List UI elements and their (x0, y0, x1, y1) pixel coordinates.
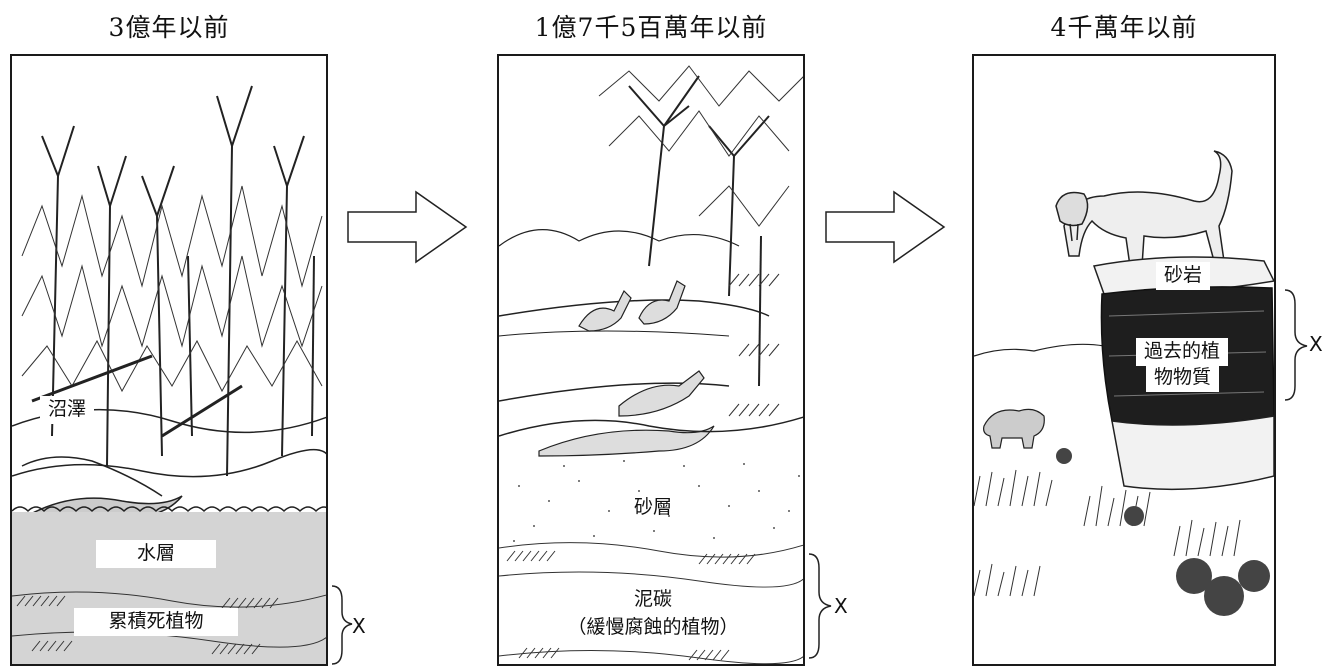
bracket-3-label: X (1309, 332, 1323, 356)
panel-1-swamp: 沼澤 水層 累積死植物 (10, 54, 328, 666)
plant-matter-label-line2: 物物質 (1146, 364, 1220, 392)
plant-matter-label-line1: 過去的植 (1136, 338, 1229, 366)
swamp-label: 沼澤 (40, 396, 95, 424)
jurassic-scene-illustration (499, 65, 803, 664)
sand-layer (513, 460, 800, 542)
bracket-3 (1284, 289, 1308, 401)
dead-plants-label: 累積死植物 (74, 608, 238, 636)
right-arrow-2 (825, 190, 946, 264)
saber-tooth-cat (1055, 150, 1233, 267)
water-layer (12, 512, 326, 664)
bracket-1-label: X (352, 614, 366, 638)
swamp-forest-illustration (12, 85, 326, 664)
panel-1-title: 3億年以前 (108, 13, 230, 42)
panel-2-title: 1億7千5百萬年以前 (534, 13, 768, 42)
bracket-2-label: X (834, 594, 848, 618)
dead-plant-layer (12, 591, 326, 655)
bracket-1 (331, 585, 353, 665)
panel-3-title: 4千萬年以前 (1050, 13, 1198, 42)
panel-3-rock: 砂岩 過去的植 物物質 (972, 54, 1276, 666)
peat-layer (499, 542, 803, 664)
sand-layer-label: 砂層 (633, 496, 672, 518)
sandstone-label: 砂岩 (1156, 262, 1211, 290)
right-arrow-1 (347, 190, 468, 264)
bracket-2 (808, 553, 832, 659)
peat-label: 泥碳 (633, 588, 672, 610)
outcrop-illustration (974, 150, 1274, 616)
peat-note-label: （緩慢腐蝕的植物） (567, 616, 739, 638)
panel-2-sand: 砂層 泥碳 （緩慢腐蝕的植物） (497, 54, 805, 666)
water-layer-label: 水層 (96, 540, 216, 568)
